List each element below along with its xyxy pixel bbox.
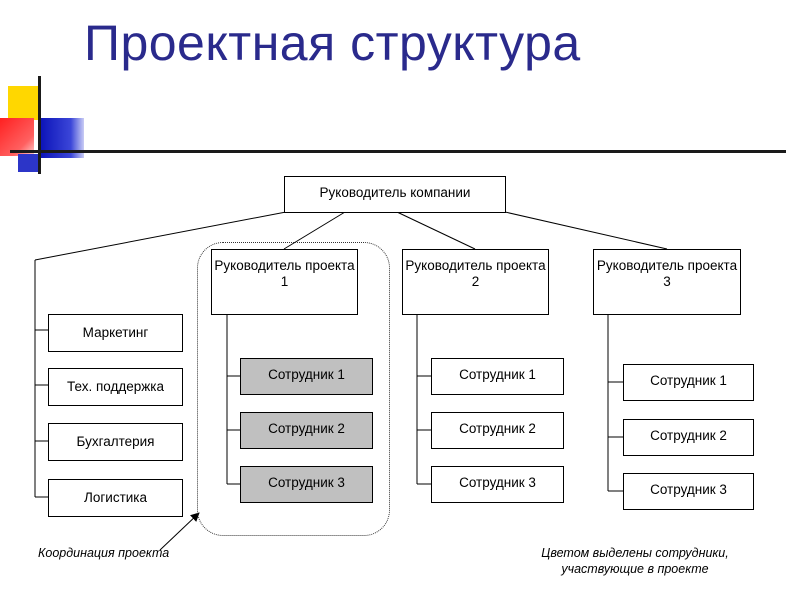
node-p3-employee-2: Сотрудник 2 xyxy=(623,419,754,456)
node-department-marketing: Маркетинг xyxy=(48,314,183,352)
node-p3-employee-3: Сотрудник 3 xyxy=(623,473,754,510)
node-project-head-3: Руководитель проекта 3 xyxy=(593,249,741,315)
caption-highlight-note: Цветом выделены сотрудники, участвующие … xyxy=(541,546,729,576)
edge-top-to-project-3 xyxy=(504,211,668,250)
title-underline xyxy=(10,150,786,153)
node-p1-employee-2: Сотрудник 2 xyxy=(240,412,373,449)
node-department-accounting: Бухгалтерия xyxy=(48,423,183,461)
edge-top-to-project-2 xyxy=(396,211,476,250)
node-department-support: Тех. поддержка xyxy=(48,368,183,406)
decor-vertical-line xyxy=(38,76,41,174)
decor-blue-small-square xyxy=(18,154,40,172)
edge-top-to-departments xyxy=(34,211,287,261)
node-project-head-1: Руководитель проекта 1 xyxy=(211,249,358,315)
coordination-arrow xyxy=(159,512,200,551)
node-p2-employee-3: Сотрудник 3 xyxy=(431,466,564,503)
node-department-logistics: Логистика xyxy=(48,479,183,517)
node-p2-employee-1: Сотрудник 1 xyxy=(431,358,564,395)
slide-title: Проектная структура xyxy=(84,15,581,71)
node-p1-employee-3: Сотрудник 3 xyxy=(240,466,373,503)
decor-red-square xyxy=(0,118,34,156)
coordination-region xyxy=(197,242,390,536)
caption-coordination: Координация проекта xyxy=(38,546,170,560)
node-company-head: Руководитель компании xyxy=(284,176,506,213)
decor-yellow-square xyxy=(8,86,40,120)
node-p3-employee-1: Сотрудник 1 xyxy=(623,364,754,401)
node-p1-employee-1: Сотрудник 1 xyxy=(240,358,373,395)
node-project-head-2: Руководитель проекта 2 xyxy=(402,249,549,315)
node-p2-employee-2: Сотрудник 2 xyxy=(431,412,564,449)
